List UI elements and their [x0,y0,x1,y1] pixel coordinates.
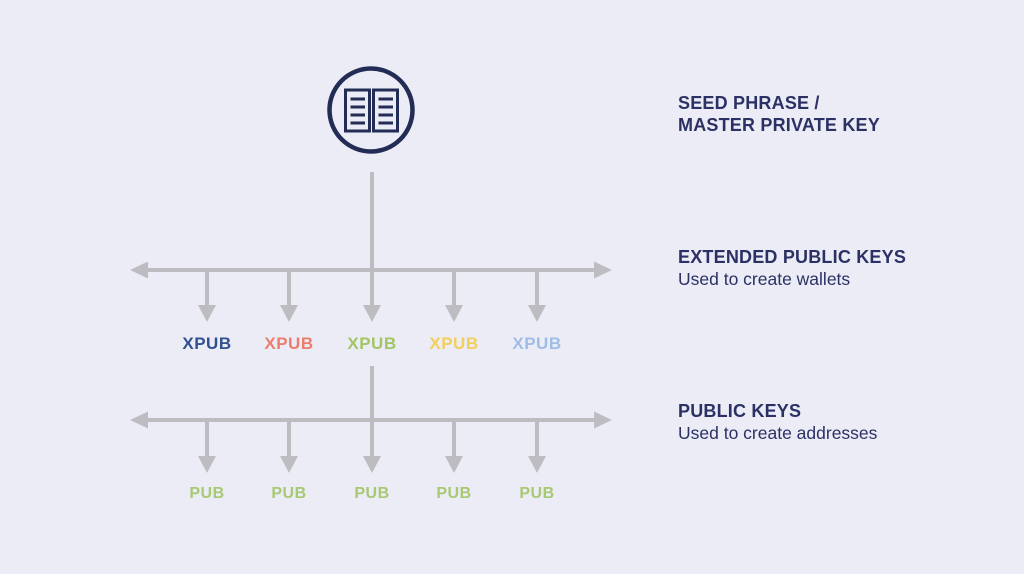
public-keys-title: PUBLIC KEYS [678,401,802,421]
xpub-label-2: XPUB [264,334,314,353]
tier2-trunk-connector [363,366,381,473]
tier1-distribution-line [130,261,612,322]
pub-label-4: PUB [436,485,472,502]
extended-public-keys-subtitle: Used to create wallets [678,269,851,289]
public-keys-annotation: PUBLIC KEYS Used to create addresses [678,400,877,445]
seed-phrase-annotation: SEED PHRASE / MASTER PRIVATE KEY [678,92,880,136]
pub-label-2: PUB [271,485,307,502]
seed-phrase-title-line1: SEED PHRASE / [678,93,820,113]
seed-phrase-title-line2: MASTER PRIVATE KEY [678,115,880,135]
tier2-distribution-line [130,411,612,473]
trunk-connector [363,172,381,322]
xpub-label-row: XPUB XPUB XPUB XPUB XPUB [0,334,1024,358]
pub-label-row: PUB PUB PUB PUB PUB [0,485,1024,509]
pub-label-1: PUB [189,485,225,502]
xpub-label-5: XPUB [512,334,562,353]
public-keys-subtitle: Used to create addresses [678,423,878,443]
open-book-icon [327,66,415,154]
pub-label-3: PUB [354,485,390,502]
extended-public-keys-annotation: EXTENDED PUBLIC KEYS Used to create wall… [678,246,906,291]
extended-public-keys-title: EXTENDED PUBLIC KEYS [678,247,907,267]
xpub-label-3: XPUB [347,334,397,353]
xpub-label-1: XPUB [182,334,232,353]
pub-label-5: PUB [519,485,555,502]
xpub-label-4: XPUB [429,334,479,353]
